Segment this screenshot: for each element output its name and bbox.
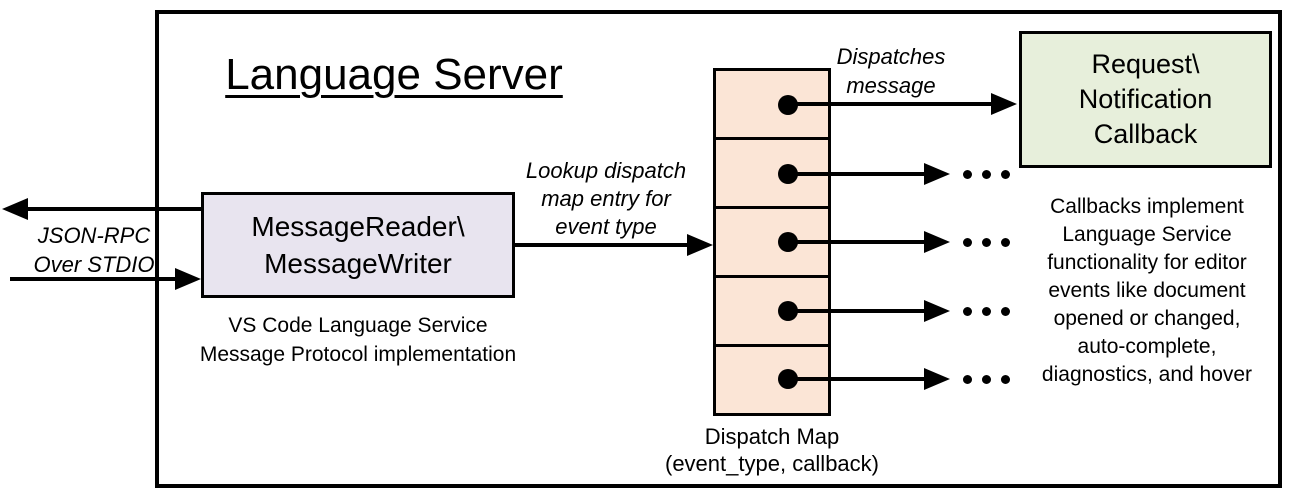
ellipsis-dot	[1001, 170, 1010, 179]
ellipsis-icon	[963, 375, 1010, 384]
ellipsis-dot	[1001, 375, 1010, 384]
dispatch-map-cell	[716, 137, 828, 206]
dispatch-arrow-line-3	[788, 240, 924, 244]
callback-caption-line: opened or changed,	[1053, 307, 1241, 330]
dispatch-map-cell	[716, 344, 828, 413]
callback-box-label-line: Callback	[1093, 119, 1198, 149]
reader-to-map-arrow-line	[515, 243, 690, 247]
stdio-in-arrowhead-icon	[175, 268, 201, 290]
callback-caption-line: auto-complete,	[1077, 335, 1217, 358]
ellipsis-dot	[982, 375, 991, 384]
dispatch-map-label: Dispatch Map (event_type, callback)	[652, 423, 892, 477]
lookup-label-line: Lookup dispatch	[525, 158, 687, 183]
stdio-in-arrow-line	[10, 277, 177, 281]
lookup-dispatch-label: Lookup dispatch map entry for event type	[506, 157, 706, 241]
stdio-out-arrow-line	[20, 207, 201, 211]
dispatch-arrow-line-5	[788, 377, 924, 381]
dispatch-arrow-line-1	[788, 102, 993, 106]
dispatch-arrowhead-icon-3	[924, 231, 950, 253]
reader-box-label-line: MessageReader\	[251, 211, 465, 242]
dispatch-arrow-line-2	[788, 172, 924, 176]
ellipsis-icon	[963, 170, 1010, 179]
callback-box-label-line: Notification	[1078, 84, 1213, 114]
callback-caption-line: events like document	[1048, 279, 1246, 302]
callback-caption: Callbacks implement Language Service fun…	[1002, 193, 1291, 389]
json-rpc-label-line: JSON-RPC	[37, 223, 151, 248]
json-rpc-label-line: Over STDIO	[33, 252, 155, 277]
dispatch-map-label-line: (event_type, callback)	[665, 451, 879, 476]
callback-caption-line: diagnostics, and hover	[1041, 363, 1253, 386]
dispatch-arrowhead-icon-5	[924, 368, 950, 390]
reader-caption: VS Code Language Service Message Protoco…	[193, 311, 523, 369]
dispatches-message-label: Dispatches message	[811, 42, 971, 100]
diagram-title: Language Server	[194, 50, 594, 101]
dispatches-label-line: message	[846, 73, 936, 98]
dispatch-arrowhead-icon-1	[991, 93, 1017, 115]
dispatch-arrowhead-icon-4	[924, 300, 950, 322]
lookup-label-line: event type	[555, 214, 657, 239]
reader-caption-line: Message Protocol implementation	[199, 343, 517, 366]
dispatch-map-cell	[716, 206, 828, 275]
callback-box-label-line: Request\	[1091, 49, 1200, 79]
ellipsis-icon	[963, 307, 1010, 316]
dispatch-arrow-line-4	[788, 309, 924, 313]
dispatch-map-cell	[716, 275, 828, 344]
json-rpc-label: JSON-RPC Over STDIO	[19, 221, 169, 279]
diagram-title-text: Language Server	[225, 50, 563, 99]
ellipsis-dot	[1001, 238, 1010, 247]
reader-box-label-line: MessageWriter	[264, 248, 452, 279]
reader-to-map-arrowhead-icon	[687, 234, 713, 256]
callback-caption-line: Language Service	[1062, 223, 1232, 246]
ellipsis-dot	[982, 307, 991, 316]
dispatch-arrowhead-icon-2	[924, 163, 950, 185]
ellipsis-dot	[982, 170, 991, 179]
callback-caption-line: Callbacks implement	[1050, 195, 1244, 218]
ellipsis-dot	[982, 238, 991, 247]
ellipsis-dot	[963, 170, 972, 179]
dispatch-map-label-line: Dispatch Map	[704, 424, 840, 449]
ellipsis-dot	[963, 307, 972, 316]
message-reader-writer-box: MessageReader\ MessageWriter	[201, 192, 515, 298]
request-notification-callback-box: Request\ Notification Callback	[1019, 31, 1272, 168]
stdio-out-arrowhead-icon	[2, 198, 28, 220]
ellipsis-dot	[963, 375, 972, 384]
ellipsis-dot	[1001, 307, 1010, 316]
dispatches-label-line: Dispatches	[836, 44, 946, 69]
reader-caption-line: VS Code Language Service	[228, 314, 488, 337]
callback-caption-line: functionality for editor	[1047, 251, 1247, 274]
ellipsis-icon	[963, 238, 1010, 247]
ellipsis-dot	[963, 238, 972, 247]
lookup-label-line: map entry for	[541, 186, 671, 211]
